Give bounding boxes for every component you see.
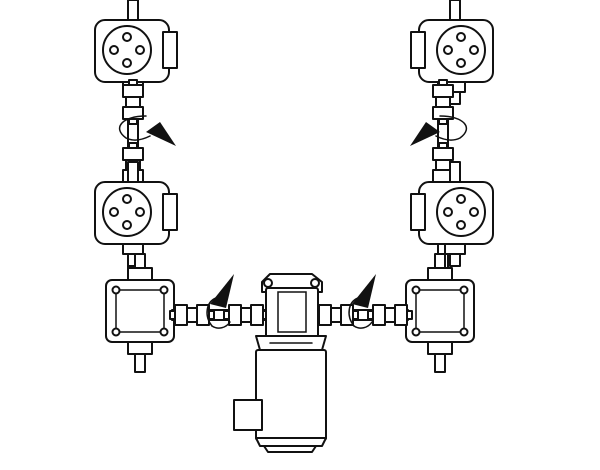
rotation-arrow-left-horizontal [206, 274, 234, 329]
bevel-gearbox-left [105, 253, 175, 373]
bevel-gearbox-right [405, 253, 475, 373]
left-column [94, 0, 178, 373]
screw-jack-bottom-left [94, 161, 178, 267]
rotation-arrow-left-vertical [119, 115, 176, 146]
rotation-arrow-right-vertical [410, 115, 467, 146]
center-drive [233, 273, 327, 453]
rotation-arrow-right-horizontal [348, 274, 376, 329]
right-column [405, 0, 494, 373]
coupling-right-horizontal-2 [367, 304, 413, 326]
screw-jack-bottom-right [410, 161, 494, 267]
